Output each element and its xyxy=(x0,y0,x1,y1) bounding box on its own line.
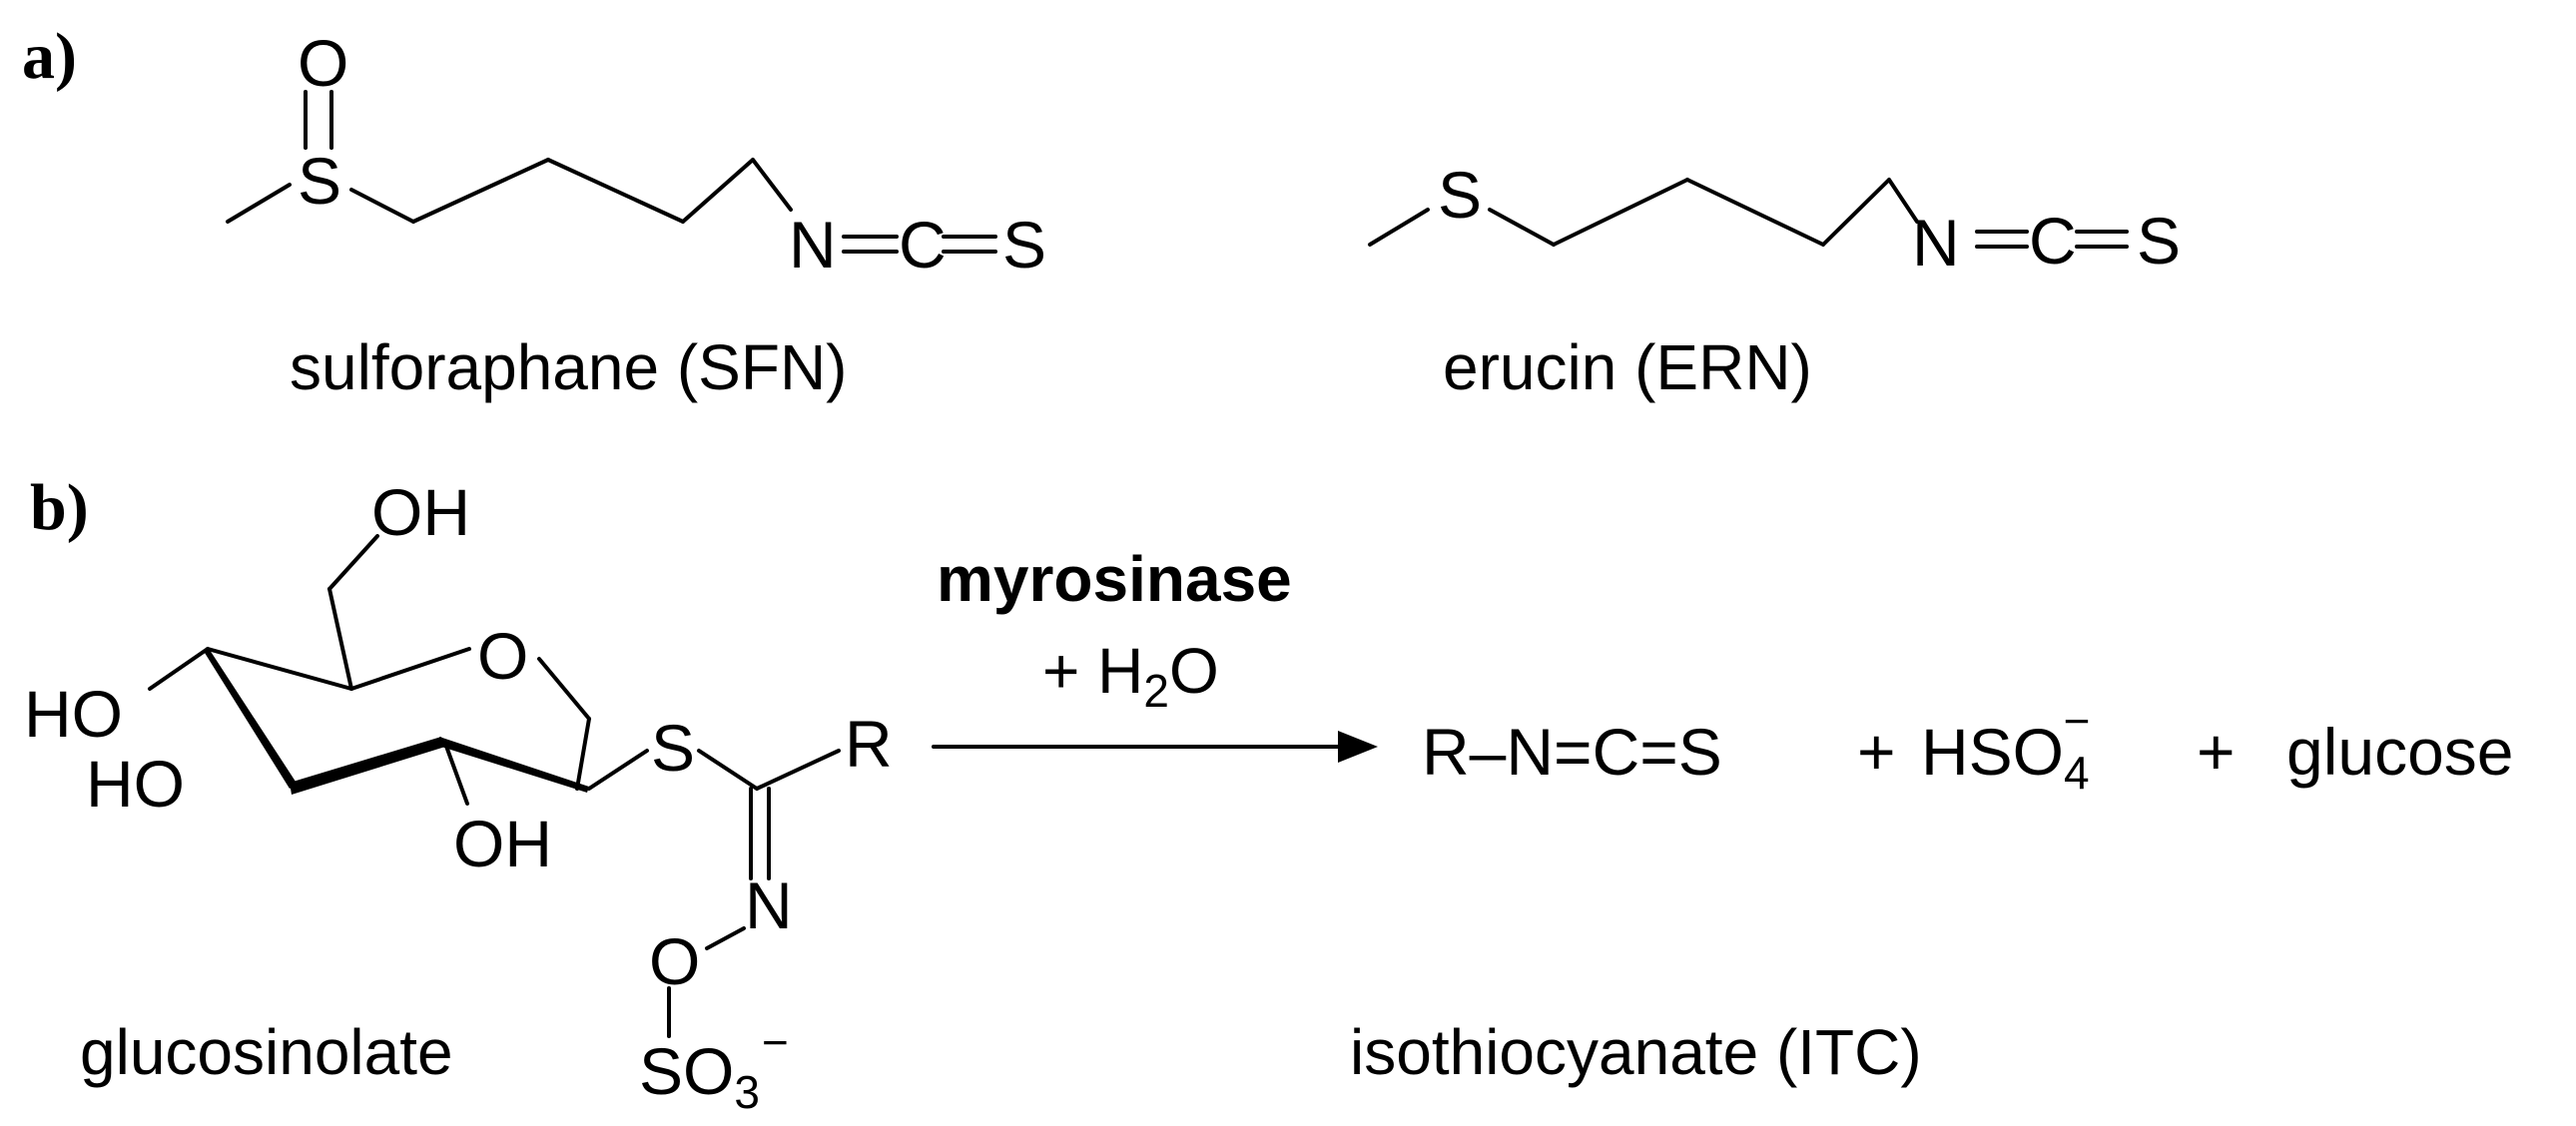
glucosinolate-nitrogen-atom: N xyxy=(745,868,793,942)
plus-sign-1: + xyxy=(1857,715,1896,789)
plus-sign-2: + xyxy=(2197,715,2236,789)
isothiocyanate-formula: R–N=C=S xyxy=(1422,715,1722,789)
erucin-carbon-atom: C xyxy=(2029,204,2077,278)
glucosinolate-ho-left: HO xyxy=(24,677,123,751)
sulfonate-base: SO xyxy=(639,1034,734,1108)
hso4-base: HSO xyxy=(1921,715,2064,789)
erucin-terminal-sulfur-atom: S xyxy=(2137,204,2181,278)
glucosinolate-sulfur-atom: S xyxy=(651,711,695,785)
reaction-conditions: myrosinase + H2O xyxy=(932,543,1378,763)
sulforaphane-oxygen-atom: O xyxy=(298,26,348,100)
glucosinolate-sulfonate: SO3− xyxy=(639,1016,789,1118)
water-label: + H2O xyxy=(1042,635,1219,717)
enzyme-label: myrosinase xyxy=(937,543,1292,615)
glucosinolate-oxygen-atom: O xyxy=(649,924,700,998)
erucin-sulfur-atom: S xyxy=(1438,158,1482,232)
water-subscript: 2 xyxy=(1143,665,1169,717)
glucosinolate-ho-lower: HO xyxy=(86,747,185,821)
sulforaphane-name: sulforaphane (SFN) xyxy=(290,331,847,403)
sulforaphane-terminal-sulfur-atom: S xyxy=(1002,208,1046,282)
glucosinolate-oh-top: OH xyxy=(371,475,470,549)
glucose-label: glucose xyxy=(2286,715,2514,789)
glucosinolate-wedge-bond-left xyxy=(205,647,298,789)
water-prefix: + H xyxy=(1042,635,1143,707)
erucin-bonds xyxy=(1368,178,2129,249)
glucosinolate-name: glucosinolate xyxy=(80,1016,453,1088)
sulforaphane-structure: O S N C S sulforaphane (SFN) xyxy=(226,26,1046,403)
water-suffix: O xyxy=(1169,635,1219,707)
glucosinolate-wedge-bond-bottom xyxy=(290,737,445,795)
reaction-arrow-head xyxy=(1338,731,1378,763)
glucosinolate-r-group: R xyxy=(845,707,893,781)
panel-b-label: b) xyxy=(30,471,89,544)
glucosinolate-wedge-bond-right xyxy=(439,737,589,793)
sulforaphane-bonds xyxy=(226,90,997,254)
reaction-products: R–N=C=S + HSO4− + glucose isothiocyanate… xyxy=(1350,695,2514,1088)
panel-a-label: a) xyxy=(22,20,77,93)
erucin-structure: S N C S erucin (ERN) xyxy=(1368,158,2181,403)
glucosinolate-ring-oxygen: O xyxy=(477,619,528,693)
erucin-name: erucin (ERN) xyxy=(1443,331,1812,403)
sulforaphane-carbon-atom: C xyxy=(899,208,947,282)
glucosinolate-oh-bottom: OH xyxy=(453,807,552,880)
sulforaphane-sulfur-atom: S xyxy=(298,144,341,218)
sulforaphane-nitrogen-atom: N xyxy=(789,208,837,282)
hso4-charge: − xyxy=(2064,695,2091,747)
glucosinolate-bonds xyxy=(148,534,841,1038)
sulfonate-charge: − xyxy=(762,1016,789,1068)
sulfonate-subscript: 3 xyxy=(734,1066,760,1118)
isothiocyanate-name: isothiocyanate (ITC) xyxy=(1350,1016,1922,1088)
hydrogen-sulfate: HSO4− xyxy=(1921,695,2091,799)
glucosinolate-structure: OH O HO HO OH S R N O SO3− glucosinolate xyxy=(24,475,893,1118)
hso4-subscript: 4 xyxy=(2064,747,2090,799)
erucin-nitrogen-atom: N xyxy=(1912,206,1960,280)
